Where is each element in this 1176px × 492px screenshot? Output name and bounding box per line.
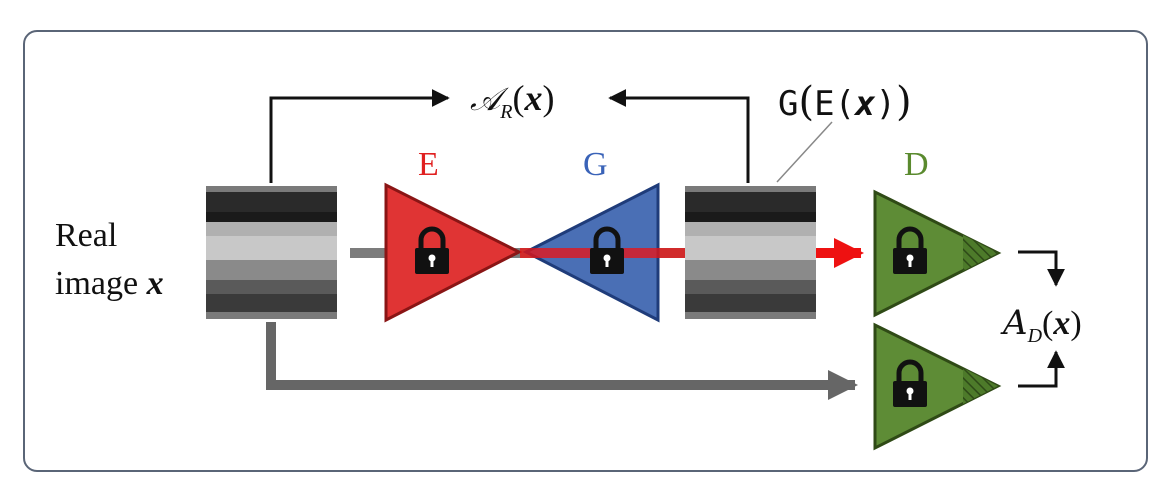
recon-to-score-arrow xyxy=(608,89,750,183)
discriminator-bottom-hatch xyxy=(963,368,998,404)
real-image-label: Real image x xyxy=(55,212,164,308)
encoder-label: E xyxy=(418,146,439,183)
discriminator-bottom-triangle xyxy=(873,322,1002,451)
discriminator-score-label: AD(x) xyxy=(1003,303,1082,347)
real-to-score-arrow xyxy=(269,89,450,183)
callout-line xyxy=(776,121,833,183)
reconstruction-score-label: 𝒜R(x) xyxy=(470,78,555,124)
real-label-line1: Real xyxy=(55,217,118,254)
d-bottom-to-score-arrow xyxy=(1018,350,1065,388)
x-symbol: x xyxy=(146,265,164,302)
d-top-to-score-arrow xyxy=(1018,250,1065,287)
discriminator-top-hatch xyxy=(963,235,998,271)
generator-label: G xyxy=(583,146,608,183)
discriminator-top-triangle xyxy=(873,189,1002,318)
reconstructed-image xyxy=(685,186,816,319)
encoder-triangle xyxy=(384,182,523,323)
real-label-line2: image x xyxy=(55,265,164,302)
skip-path-arrow xyxy=(266,322,858,400)
discriminator-label: D xyxy=(904,146,929,183)
real-image xyxy=(206,186,337,319)
reconstruction-formula-label: G(E(x)) xyxy=(778,79,912,125)
